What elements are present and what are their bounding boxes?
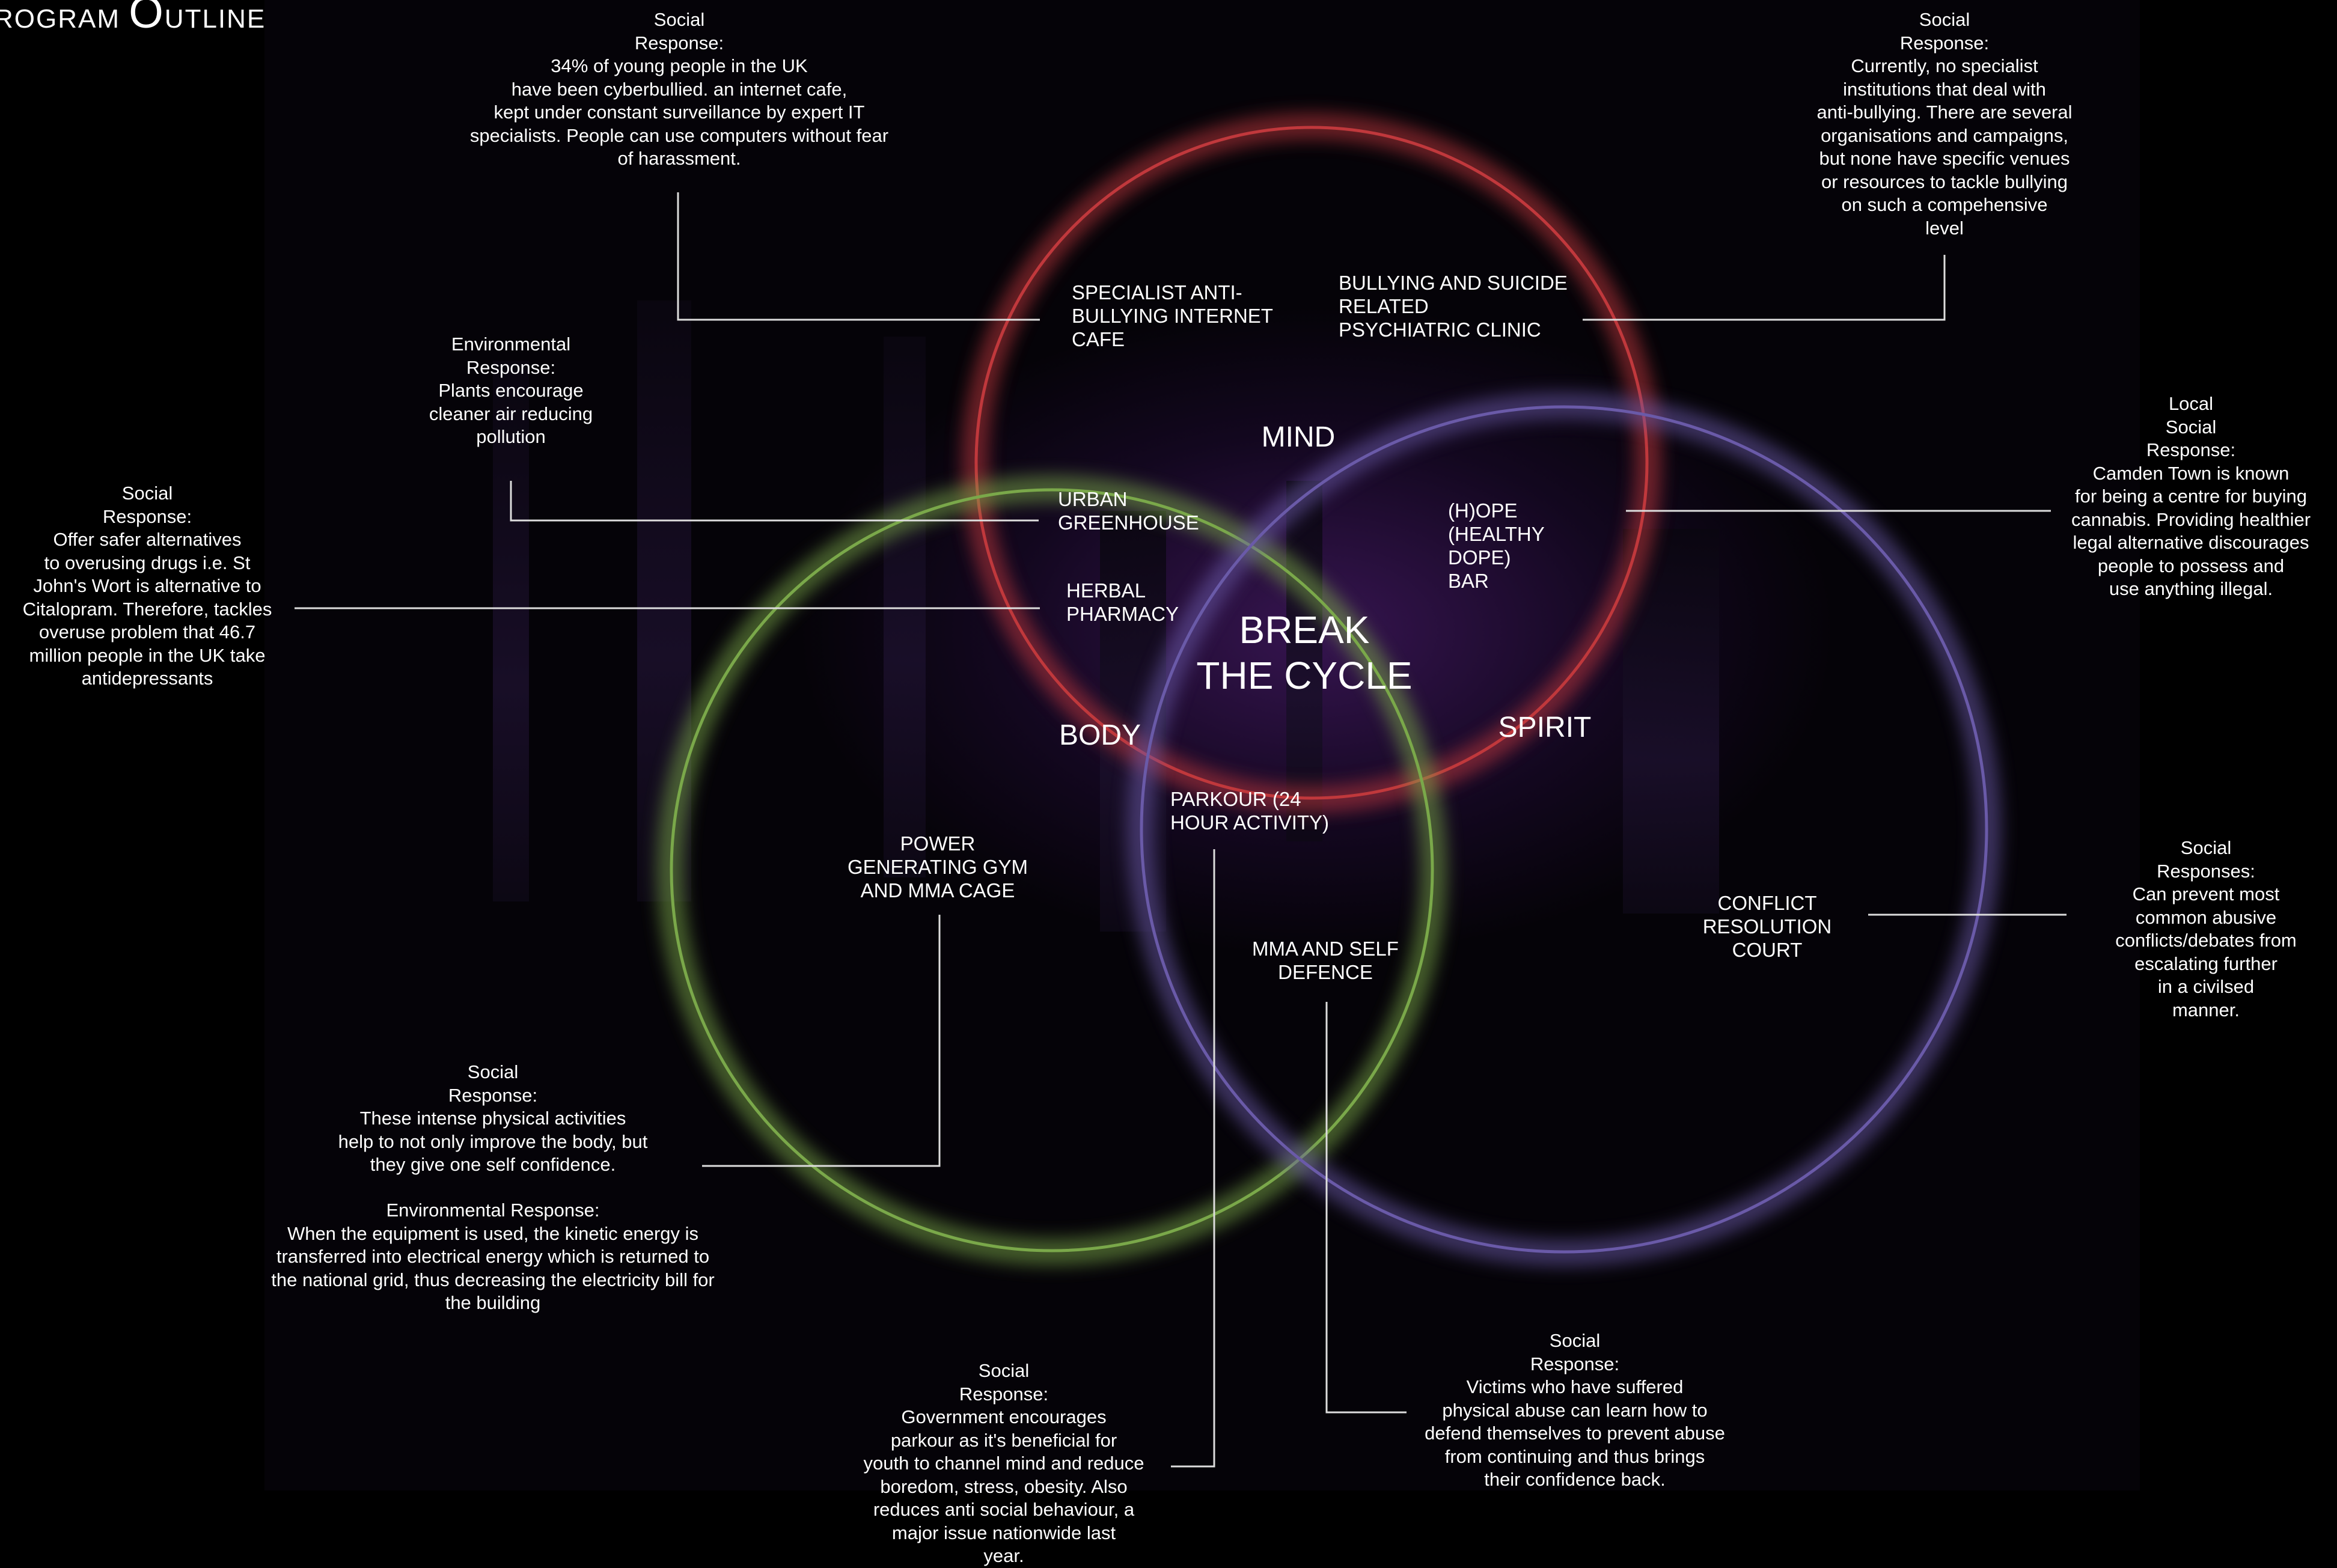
body-circle — [657, 475, 1447, 1265]
leader-line-mma — [1325, 1002, 1407, 1414]
leader-line-parkour — [1171, 849, 1215, 1468]
response-gym-social: Social Response: These intense physical … — [338, 1061, 648, 1175]
program-conflict-court: CONFLICT RESOLUTION COURT — [1702, 892, 1832, 961]
program-gym-mma-cage: POWER GENERATING GYM AND MMA CAGE — [847, 832, 1028, 901]
program-mma-self-defence: MMA AND SELF DEFENCE — [1252, 938, 1399, 983]
response-hope: Local Social Response: Camden Town is kn… — [2071, 393, 2311, 599]
response-herbal: Social Response: Offer safer alternative… — [22, 483, 272, 689]
program-psychiatric-clinic: BULLYING AND SUICIDE RELATED PSYCHIATRIC… — [1339, 272, 1568, 341]
program-hope-bar: (H)OPE (HEALTHY DOPE) BAR — [1448, 499, 1545, 592]
program-parkour: PARKOUR (24 HOUR ACTIVITY) — [1170, 788, 1330, 834]
program-internet-cafe: SPECIALIST ANTI- BULLYING INTERNET CAFE — [1072, 281, 1273, 350]
response-parkour: Social Response: Government encourages p… — [863, 1360, 1144, 1566]
leader-line-cafe — [677, 192, 1040, 321]
leader-line-gym — [702, 915, 941, 1167]
leader-line-greenhouse — [510, 481, 1039, 522]
forest-background — [264, 0, 2140, 1490]
page-title-cap: O — [129, 0, 165, 37]
spirit-label: SPIRIT — [1498, 712, 1592, 743]
leader-line-clinic — [1583, 255, 1946, 321]
page-title: ROGRAM OUTLINE — [0, 0, 266, 38]
page-title-rest: UTLINE — [164, 4, 266, 34]
mind-circle — [962, 113, 1661, 813]
page-title-lead: ROGRAM — [0, 4, 129, 34]
response-clinic: Social Response: Currently, no specialis… — [1816, 9, 2073, 239]
tree-trunk — [884, 337, 926, 877]
program-herbal-pharmacy: HERBAL PHARMACY — [1066, 579, 1179, 625]
response-gym-environmental: Environmental Response: When the equipme… — [271, 1200, 715, 1313]
response-mma: Social Response: Victims who have suffer… — [1425, 1330, 1725, 1490]
tree-trunk — [1623, 529, 1719, 914]
tree-trunk — [493, 361, 529, 901]
body-label: BODY — [1059, 719, 1141, 751]
break-the-cycle-label: BREAK THE CYCLE — [1196, 608, 1413, 697]
response-cafe: Social Response: 34% of young people in … — [469, 9, 889, 169]
spirit-circle — [1127, 392, 2001, 1266]
program-urban-greenhouse: URBAN GREENHOUSE — [1058, 488, 1199, 534]
leader-lines — [295, 192, 2067, 1468]
tree-trunk — [1286, 481, 1322, 841]
response-greenhouse: Environmental Response: Plants encourage… — [429, 334, 593, 447]
mind-label: MIND — [1261, 421, 1336, 453]
response-court: Social Responses: Can prevent most commo… — [2115, 837, 2297, 1020]
